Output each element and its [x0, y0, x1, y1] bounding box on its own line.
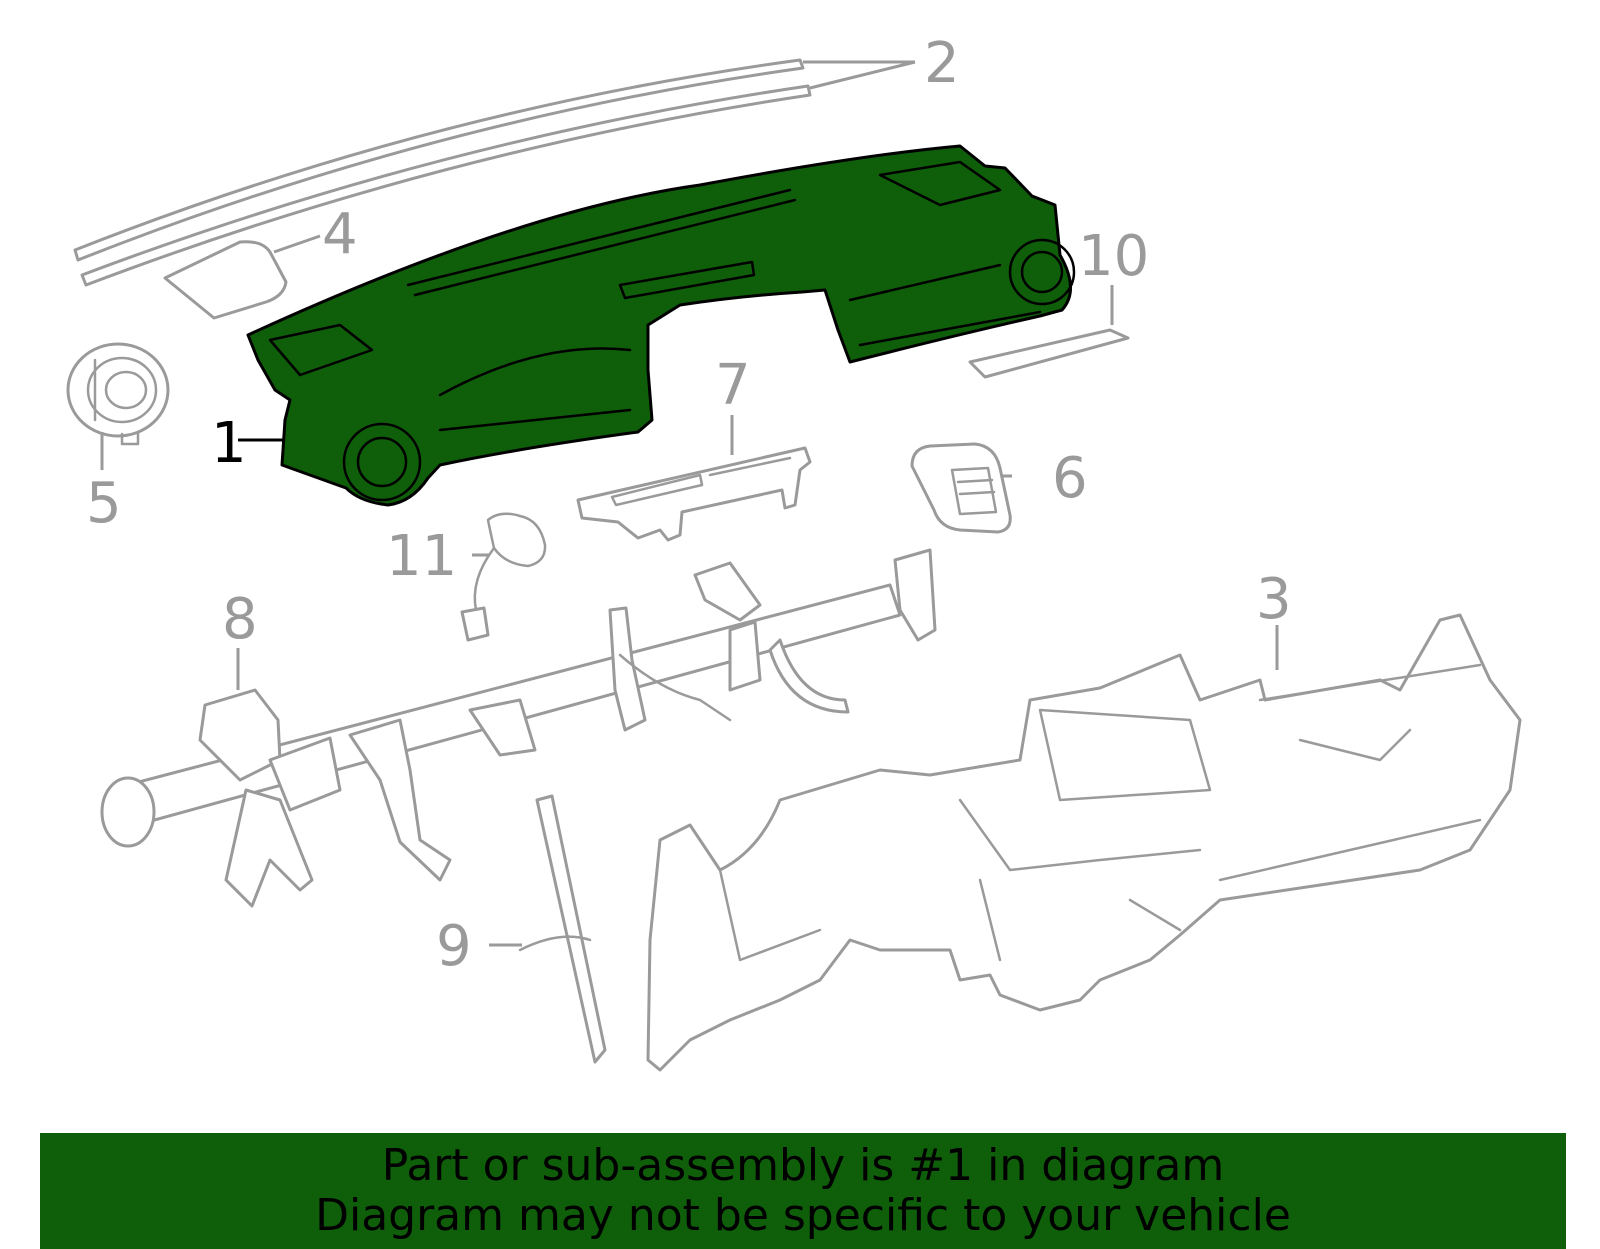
part-5-side-vent[interactable] — [66, 342, 170, 446]
part-4-defrost-cover[interactable] — [163, 240, 288, 320]
callout-2: 2 — [924, 31, 960, 96]
callout-7: 7 — [715, 353, 751, 418]
callout-8: 8 — [222, 587, 258, 652]
callout-4: 4 — [322, 202, 358, 267]
part-6-center-vent[interactable] — [910, 442, 1012, 534]
part-8-cross-car-beam[interactable] — [100, 548, 937, 908]
part-3-panel-carrier[interactable] — [646, 613, 1522, 1072]
callout-6: 6 — [1052, 446, 1088, 511]
part-9-support-brace[interactable] — [518, 794, 607, 1064]
part-2-trim-strips[interactable] — [73, 58, 812, 287]
info-banner: Part or sub-assembly is #1 in diagram Di… — [40, 1133, 1566, 1249]
callout-leaders — [100, 60, 1279, 947]
callout-1: 1 — [211, 411, 247, 476]
callout-5: 5 — [86, 471, 122, 536]
banner-line-2: Diagram may not be specific to your vehi… — [315, 1190, 1291, 1241]
part-11-wiring-harness[interactable] — [460, 512, 547, 642]
banner-line-1: Part or sub-assembly is #1 in diagram — [381, 1140, 1225, 1191]
part-7-center-bracket[interactable] — [576, 446, 812, 542]
part-1-instrument-panel[interactable] — [246, 144, 1076, 507]
callout-3: 3 — [1256, 567, 1292, 632]
callout-9: 9 — [436, 914, 472, 979]
part-10-trim-strip[interactable] — [968, 328, 1130, 379]
callout-10: 10 — [1078, 224, 1149, 289]
callout-11: 11 — [386, 524, 457, 589]
